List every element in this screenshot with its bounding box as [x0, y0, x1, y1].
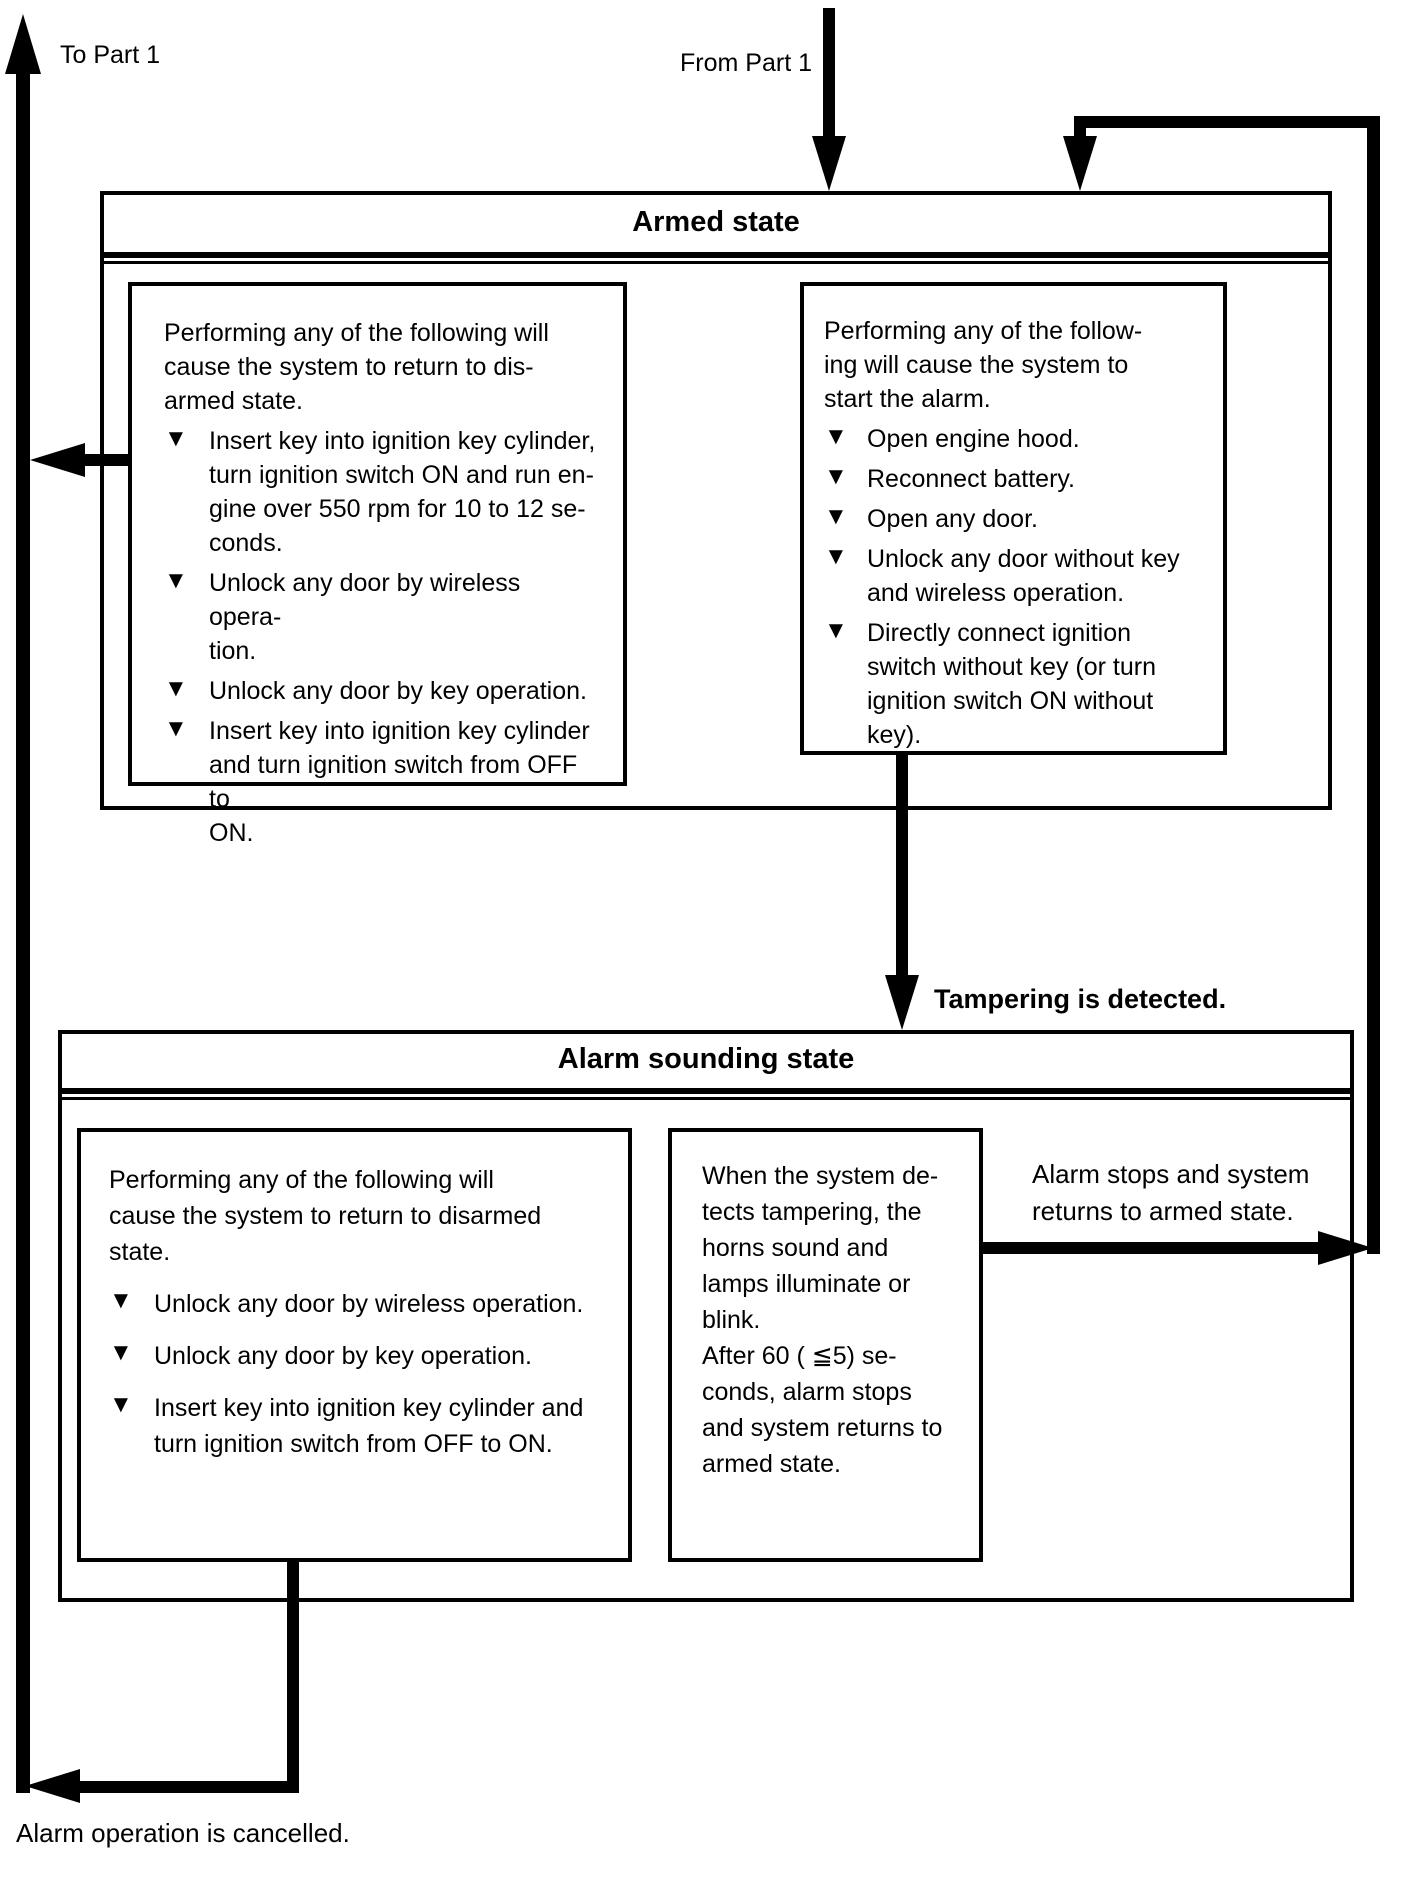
bullet-text: Directly connect ignition switch without… [867, 619, 1156, 749]
bullet-text: Open any door. [867, 505, 1038, 533]
armed-triggers-intro: Performing any of the follow- ing will c… [824, 317, 1143, 413]
bullet-text: Open engine hood. [867, 425, 1080, 453]
bullet-triangle-icon: ▼ [164, 675, 188, 702]
list-item: ▼ Directly connect ignition switch witho… [824, 616, 1207, 752]
alarm-behavior-text: When the system de- tects tampering, the… [702, 1162, 943, 1478]
bullet-triangle-icon: ▼ [109, 1287, 133, 1314]
list-item: ▼ Unlock any door by key operation. [164, 674, 597, 708]
bullet-triangle-icon: ▼ [824, 543, 848, 570]
bullet-triangle-icon: ▼ [824, 463, 848, 490]
alarm-sounding-state-title: Alarm sounding state [557, 1042, 855, 1075]
bullet-text: Unlock any door by wireless opera- tion. [209, 569, 521, 665]
from-part1-arrowhead-icon [812, 136, 846, 191]
list-item: ▼ Open engine hood. [824, 422, 1207, 456]
bullet-triangle-icon: ▼ [109, 1391, 133, 1418]
tampering-label: Tampering is detected. [934, 984, 1227, 1014]
cancel-label: Alarm operation is cancelled. [16, 1818, 350, 1848]
armed-disarm-conditions-box: Performing any of the following will cau… [128, 282, 627, 847]
to-part1-label: To Part 1 [60, 41, 161, 69]
disarm-exit-line [78, 454, 128, 466]
bullet-triangle-icon: ▼ [164, 567, 188, 594]
bullet-text: Unlock any door without key and wireless… [867, 545, 1180, 607]
list-item: ▼ Unlock any door by wireless operation. [109, 1286, 608, 1322]
list-item: ▼ Insert key into ignition key cylinder,… [164, 424, 597, 560]
bullet-text: Unlock any door by wireless operation. [154, 1290, 584, 1318]
list-item: ▼ Unlock any door without key and wirele… [824, 542, 1207, 610]
bullet-text: Unlock any door by key operation. [209, 677, 587, 705]
bullet-text: Insert key into ignition key cylinder an… [154, 1394, 584, 1458]
bullet-triangle-icon: ▼ [164, 715, 188, 742]
list-item: ▼ Insert key into ignition key cylinder … [164, 714, 597, 850]
from-part1-label: From Part 1 [680, 49, 812, 77]
bullet-text: Unlock any door by key operation. [154, 1342, 532, 1370]
alarm-disarm-conditions-box: Performing any of the following will cau… [77, 1128, 632, 1562]
armed-state-title: Armed state [632, 205, 800, 238]
tampering-arrowhead-icon [885, 975, 919, 1030]
bullet-triangle-icon: ▼ [824, 423, 848, 450]
list-item: ▼ Unlock any door by wireless opera- tio… [164, 566, 597, 668]
cancel-bottom-line [78, 1781, 299, 1793]
list-item: ▼ Unlock any door by key operation. [109, 1338, 608, 1374]
cancel-drop-line [287, 1558, 299, 1793]
alarm-stops-arrow-line [983, 1242, 1320, 1254]
armed-disarm-intro: Performing any of the following will cau… [164, 319, 549, 415]
from-part1-line [823, 8, 835, 140]
alarm-stops-arrowhead-icon [1318, 1231, 1373, 1265]
alarm-disarm-intro: Performing any of the following will cau… [109, 1166, 542, 1266]
alarm-title-divider [62, 1088, 1350, 1100]
return-loop-right-line [1367, 116, 1380, 1254]
tampering-arrow-line [896, 751, 908, 979]
armed-alarm-triggers-box: Performing any of the follow- ing will c… [800, 282, 1227, 755]
bullet-triangle-icon: ▼ [824, 503, 848, 530]
return-loop-arrowhead-icon [1063, 136, 1097, 191]
bullet-triangle-icon: ▼ [164, 425, 188, 452]
list-item: ▼ Reconnect battery. [824, 462, 1207, 496]
bullet-text: Insert key into ignition key cylinder an… [209, 717, 590, 847]
armed-title-divider [104, 252, 1328, 264]
cancel-arrowhead-icon [25, 1769, 80, 1803]
alarm-stops-label: Alarm stops and system returns to armed … [1032, 1159, 1310, 1226]
list-item: ▼ Open any door. [824, 502, 1207, 536]
bullet-text: Insert key into ignition key cylinder, t… [209, 427, 596, 557]
return-loop-top-line [1074, 116, 1380, 128]
bullet-triangle-icon: ▼ [824, 617, 848, 644]
bullet-triangle-icon: ▼ [109, 1339, 133, 1366]
disarm-exit-arrowhead-icon [30, 443, 85, 477]
bullet-text: Reconnect battery. [867, 465, 1075, 493]
alarm-behavior-box: When the system de- tects tampering, the… [668, 1128, 983, 1562]
to-part1-line [16, 64, 30, 1793]
list-item: ▼ Insert key into ignition key cylinder … [109, 1390, 608, 1462]
